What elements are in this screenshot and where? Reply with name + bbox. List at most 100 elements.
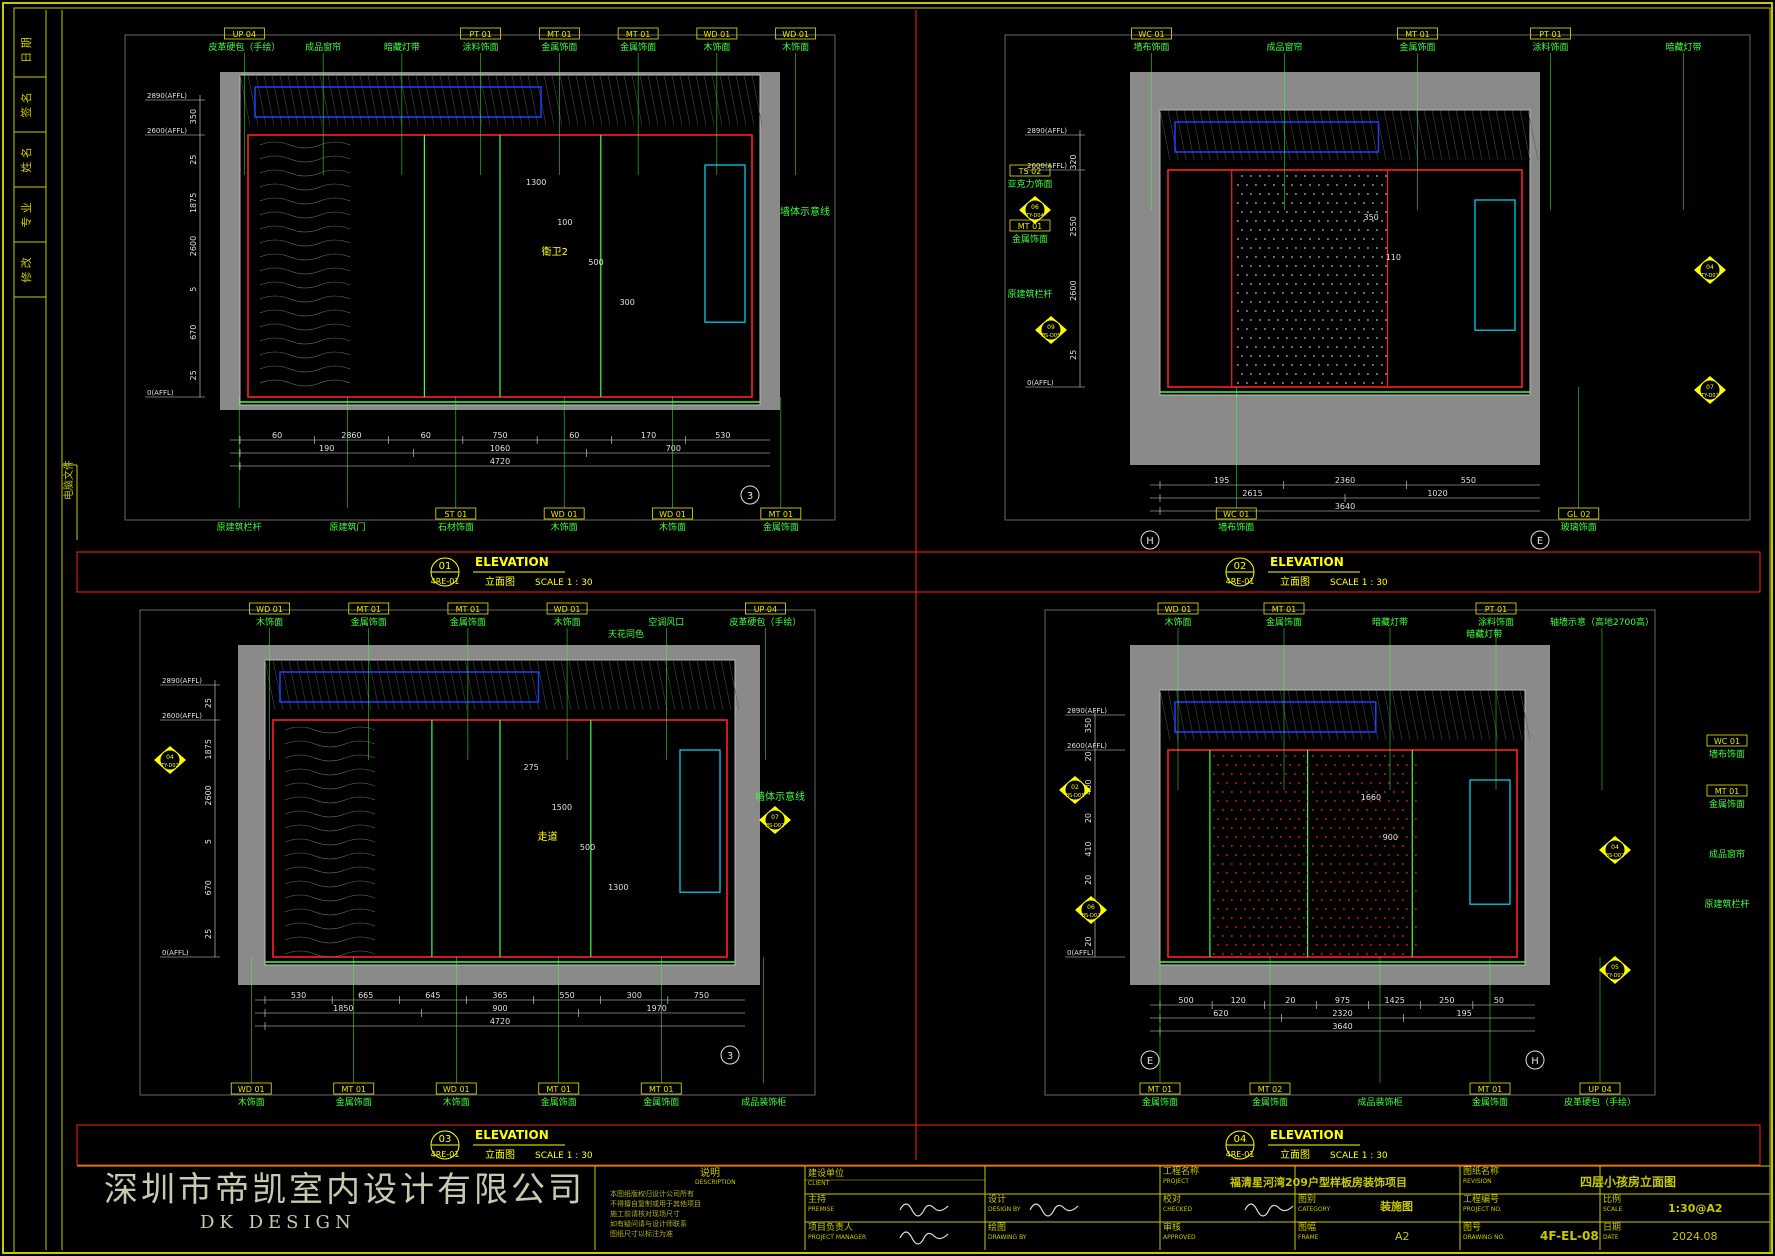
left-tag-label: 亚克力饰面 — [1007, 178, 1052, 190]
vertical-dimension: 20 — [1084, 875, 1093, 885]
title-block-label-en: CLIENT — [808, 1180, 830, 1187]
elevation-scale: SCALE 1 : 30 — [1330, 578, 1388, 588]
top-tag-box — [745, 602, 786, 615]
bottom-tag-code: WD 01 — [443, 1085, 470, 1094]
top-tag-code: WD 01 — [1165, 605, 1192, 614]
axis-label: H — [1146, 536, 1154, 547]
level-marker: 0(AFFL) — [147, 389, 174, 397]
top-tag-label: 金属饰面 — [541, 41, 577, 53]
signature — [899, 1231, 949, 1245]
signature — [899, 1203, 949, 1217]
right-tag-label: 金属饰面 — [1709, 798, 1745, 810]
top-tag-box — [696, 27, 738, 40]
inner-dimension: 1500 — [552, 803, 572, 812]
file-label: 电脑文件 — [62, 460, 75, 500]
right-tag-label: 墙布饰面 — [1709, 748, 1745, 760]
level-marker: 2890(AFFL) — [162, 677, 202, 685]
category-value: 装施图 — [1379, 1199, 1413, 1213]
title-block-label-en: APPROVED — [1163, 1234, 1196, 1241]
top-tag-label: 暗藏灯带 — [1665, 41, 1701, 53]
title-block-label-en: DRAWING NO. — [1463, 1234, 1505, 1241]
title-block-label-en: DATE — [1603, 1234, 1619, 1241]
top-tag-box — [775, 27, 817, 40]
bottom-tag-label: 木饰面 — [238, 1096, 265, 1108]
top-tag-code: WD 01 — [782, 30, 809, 39]
top-tag-code: PT 01 — [469, 30, 491, 39]
title-block-label: 审核 — [1163, 1221, 1181, 1233]
title-block-label-en: CATEGORY — [1298, 1206, 1330, 1213]
bottom-tag-label: 玻璃饰面 — [1561, 521, 1597, 533]
top-tag-code: WD 01 — [554, 605, 581, 614]
sheet-title: 四层小孩房立面图 — [1580, 1174, 1676, 1189]
title-block-label: 图纸名称 — [1463, 1165, 1499, 1177]
top-tag-box — [538, 27, 580, 40]
horizontal-dimension: 750 — [694, 991, 709, 1000]
elevation-number: 01 — [439, 561, 452, 572]
title-block-label-en: DRAWING BY — [988, 1234, 1027, 1241]
horizontal-dimension: 1020 — [1427, 489, 1447, 498]
title-block-label: 绘图 — [988, 1221, 1006, 1233]
elevation-number: 04 — [1234, 1134, 1247, 1145]
section-marker-no: 05 — [1611, 964, 1619, 971]
top-tag-label: 金属饰面 — [1266, 616, 1302, 628]
title-block-label: 日期 — [1603, 1222, 1621, 1233]
top-tag-code: MT 01 — [1405, 30, 1430, 39]
horizontal-dimension: 500 — [1178, 996, 1193, 1005]
sidebar-field: 姓 名 — [19, 147, 33, 173]
drawing-number: 4F-EL-08 — [1540, 1229, 1599, 1243]
bottom-tag-label: 金属饰面 — [643, 1096, 679, 1108]
top-tag-code: MT 01 — [456, 605, 481, 614]
top-tag-label: 金属饰面 — [351, 616, 387, 628]
elevation-subtitle: 立面图 — [485, 1148, 515, 1161]
axis-bubble — [1525, 1050, 1545, 1070]
level-marker: 2890(AFFL) — [147, 92, 187, 100]
top-tag-code: UP 04 — [233, 30, 256, 39]
description-line: 不得擅自复制或用于其他项目 — [610, 1199, 701, 1208]
description-label-en: DESCRIPTION — [695, 1179, 736, 1186]
horizontal-dimension: 4720 — [490, 457, 510, 466]
top-tag-label: 暗藏灯带 — [384, 41, 420, 53]
inner-dimension: 110 — [1386, 253, 1401, 262]
right-tag-label: 成品窗帘 — [1709, 848, 1745, 860]
section-marker-no: 02 — [1071, 784, 1079, 791]
horizontal-dimension: 195 — [1214, 476, 1229, 485]
description-line: 图纸尺寸以标注为准 — [610, 1229, 673, 1238]
left-tag-code: MT 01 — [1018, 222, 1043, 231]
bottom-tag-label: 墙布饰面 — [1218, 521, 1254, 533]
top-tag-label: 成品窗帘 — [305, 41, 341, 53]
title-block-label: 设计 — [988, 1193, 1006, 1205]
vertical-dimension: 410 — [1084, 841, 1093, 856]
scale-value: 1:30@A2 — [1668, 1202, 1723, 1215]
top-tag-label: 木饰面 — [1164, 616, 1191, 628]
top-tag-code: PT 01 — [1539, 30, 1561, 39]
right-tag-box — [1706, 734, 1748, 747]
bottom-tag-label: 金属饰面 — [1142, 1096, 1178, 1108]
top-note: 天花同色 — [608, 628, 644, 640]
title-block-label-en: CHECKED — [1163, 1206, 1192, 1213]
right-tag-label: 原建筑栏杆 — [1704, 898, 1749, 910]
vertical-dimension: 25 — [204, 929, 213, 939]
bottom-tag-code: MT 01 — [341, 1085, 366, 1094]
axis-label: E — [1147, 1056, 1153, 1067]
bottom-tag-code: MT 01 — [546, 1085, 571, 1094]
bottom-tag-code: WD 01 — [659, 510, 686, 519]
top-tag-box — [1475, 602, 1517, 615]
section-marker-ref: BS-D05 — [1042, 333, 1061, 339]
horizontal-dimension: 3640 — [1332, 1022, 1352, 1031]
vertical-dimension: 25 — [189, 370, 198, 380]
top-tag-label: 墙布饰面 — [1133, 41, 1169, 53]
top-tag-label: 皮革硬包（手绘） — [729, 616, 801, 628]
description-line: 施工前请核对现场尺寸 — [610, 1209, 680, 1218]
wall-panel-outline — [1167, 749, 1518, 958]
horizontal-dimension: 365 — [492, 991, 507, 1000]
vertical-dimension: 5 — [189, 287, 198, 292]
title-block-label-en: PROJECT — [1163, 1178, 1189, 1185]
level-marker: 2600(AFFL) — [162, 712, 202, 720]
left-tag-box — [1009, 164, 1051, 177]
axis-bubble — [1530, 530, 1550, 550]
title-block-label: 图号 — [1463, 1222, 1481, 1233]
inner-dimension: 1300 — [608, 883, 628, 892]
top-tag-label: 暗藏灯带 — [1372, 616, 1408, 628]
room-label: 走道 — [538, 830, 558, 843]
elevation-ref: 4RE-01 — [431, 1150, 460, 1159]
